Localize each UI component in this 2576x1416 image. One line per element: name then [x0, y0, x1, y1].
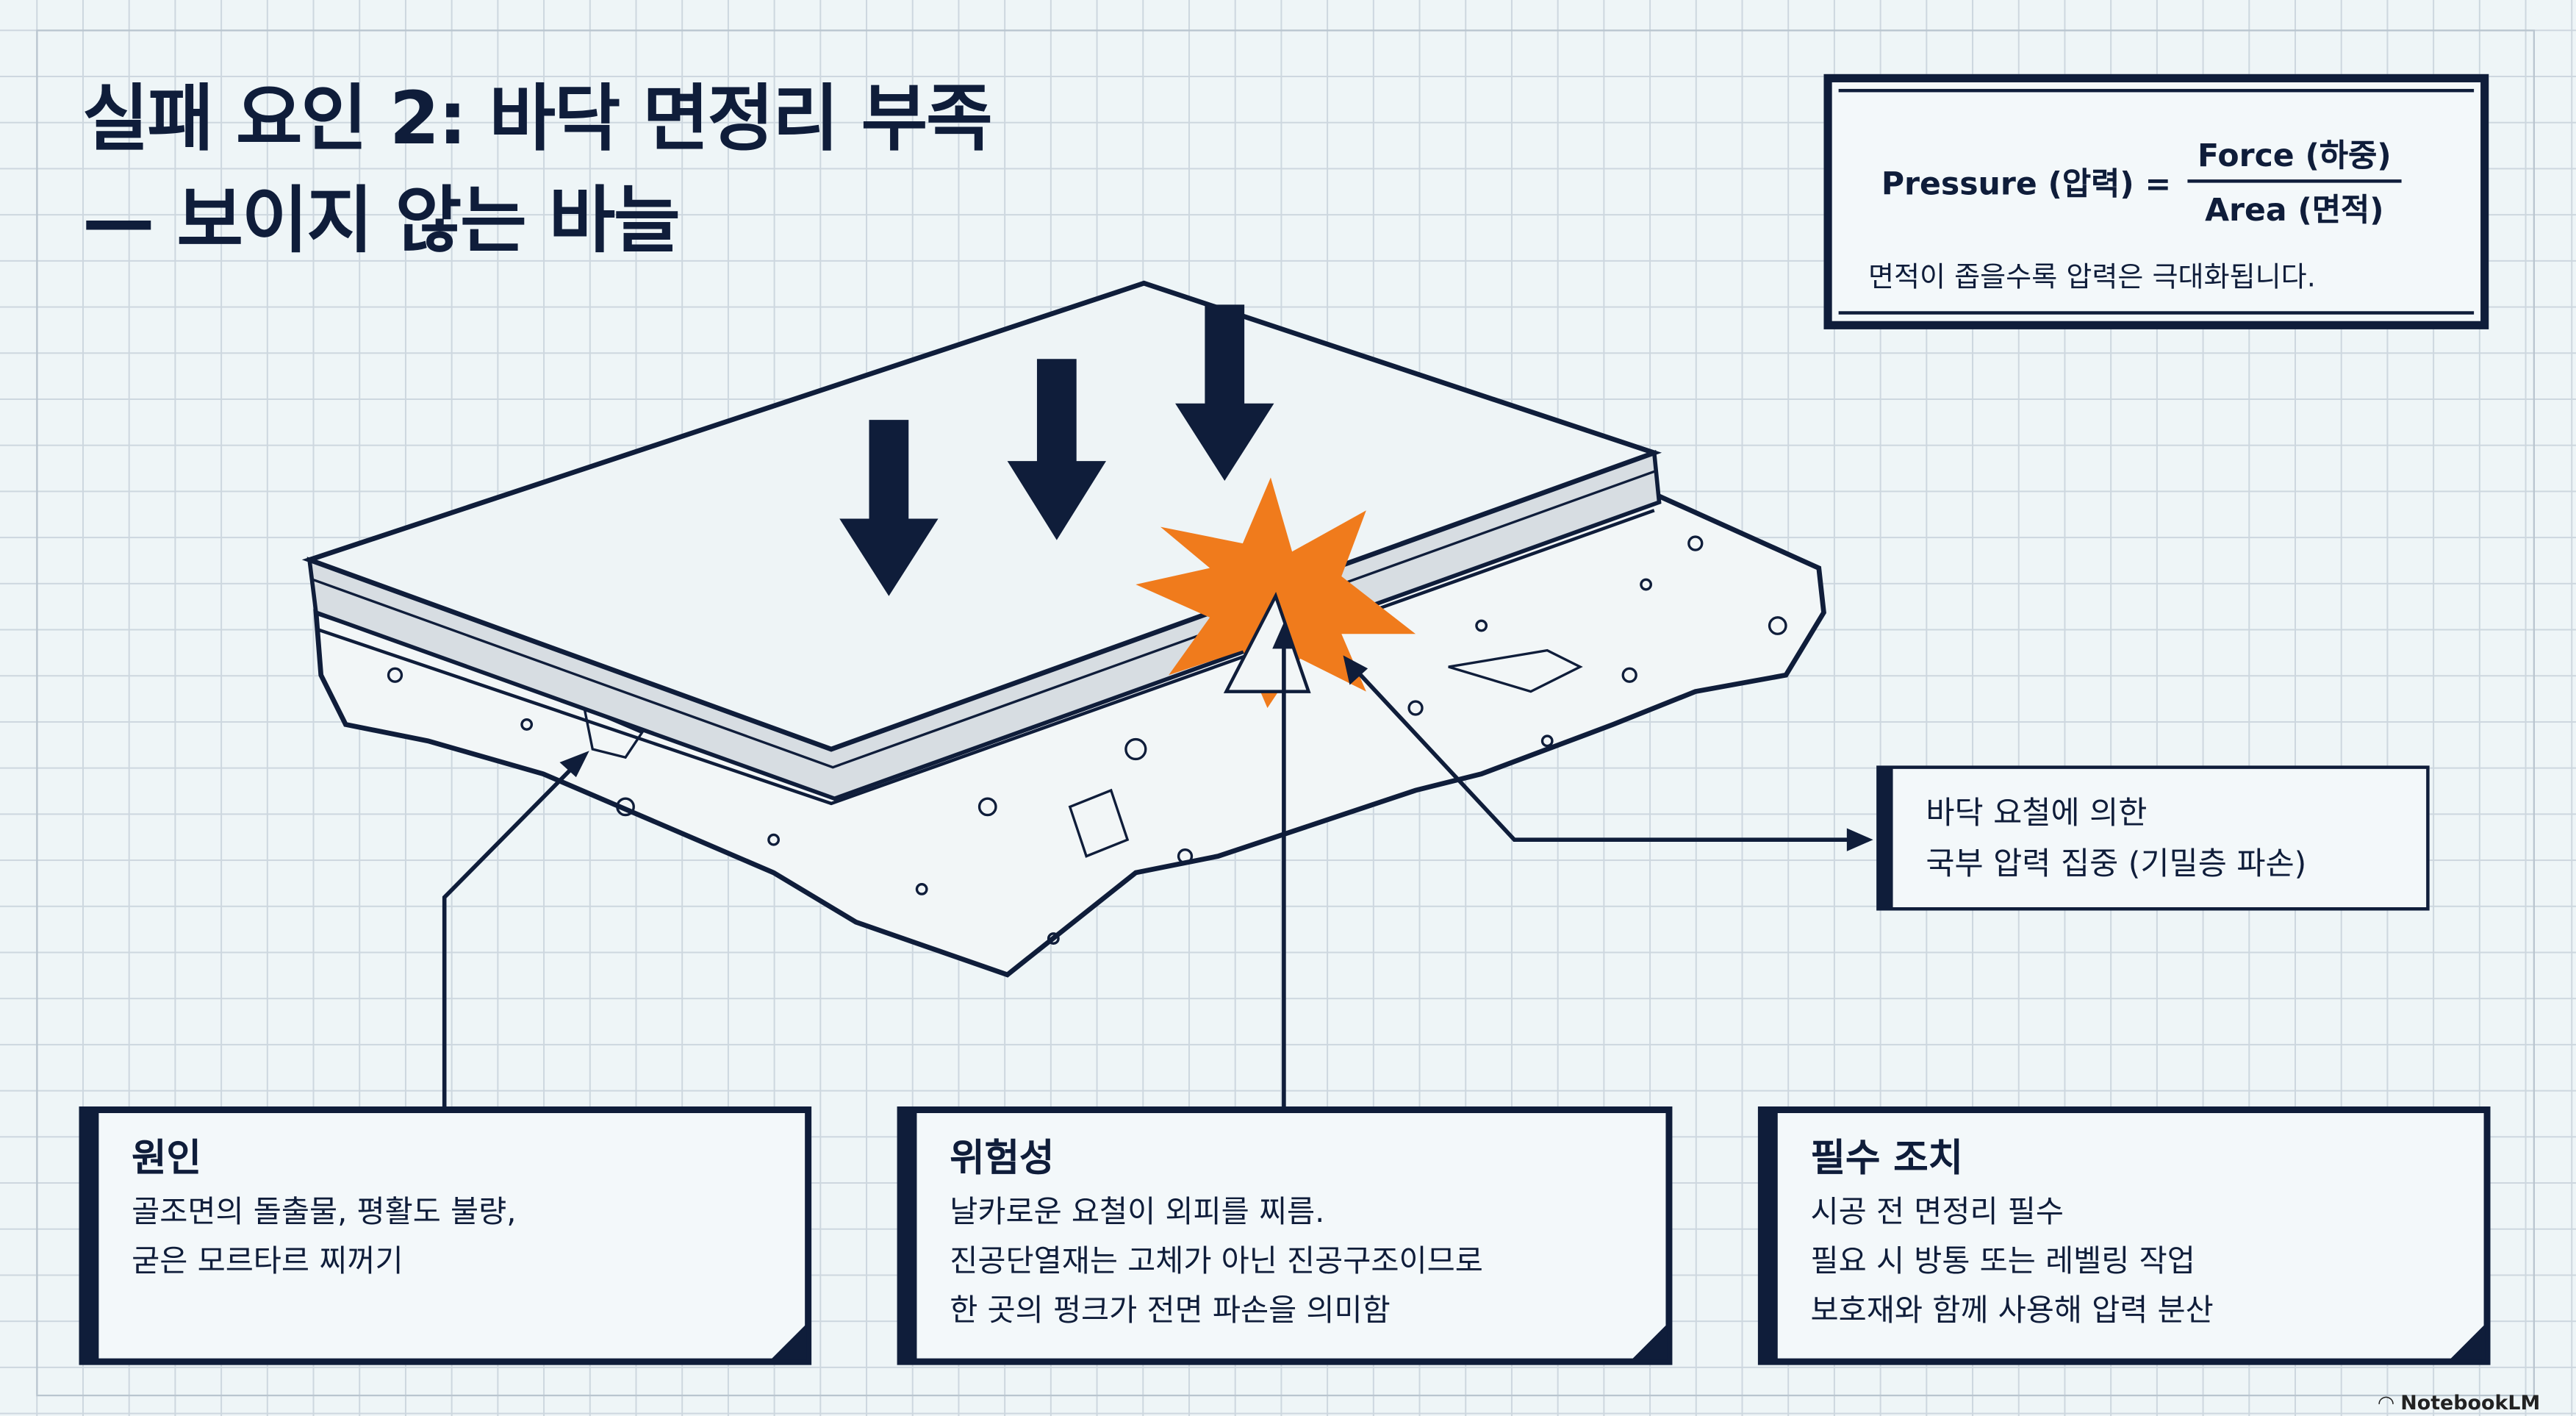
- card-line: 한 곳의 펑크가 전면 파손을 의미함: [950, 1294, 1391, 1329]
- watermark-text: NotebookLM: [2400, 1391, 2541, 1415]
- arrowhead-icon: [559, 751, 589, 778]
- card-line: 보호재와 함께 사용해 압력 분산: [1810, 1294, 2214, 1329]
- leader-lines: [442, 634, 1860, 1107]
- card-title: 원인: [132, 1137, 201, 1181]
- card-line: 굳은 모르타르 찌꺼기: [132, 1245, 403, 1280]
- formula-denominator: Area (면적): [2205, 193, 2384, 229]
- page-title: 실패 요인 2: 바닥 면정리 부족 — 보이지 않는 바늘: [82, 69, 993, 273]
- aggregate-stones: [387, 535, 1787, 945]
- formula-numerator: Force (하중): [2187, 129, 2402, 183]
- formula-lhs: Pressure (압력) =: [1881, 165, 2172, 202]
- formula-fraction: Force (하중) Area (면적): [2187, 129, 2402, 234]
- concrete-slab: [313, 491, 1826, 978]
- pressure-concentration-callout: 바닥 요철에 의한 국부 압력 집중 (기밀층 파손): [1876, 765, 2430, 911]
- card-cause: 원인 골조면의 돌출물, 평활도 불량, 굳은 모르타르 찌꺼기: [79, 1106, 812, 1365]
- corner-decoration: [770, 1323, 807, 1360]
- formula-box-inner-frame: [1838, 88, 2475, 315]
- load-arrows: [839, 304, 1274, 596]
- notebooklm-watermark: ◠ NotebookLM: [2378, 1391, 2540, 1414]
- formula-box: Pressure (압력) = Force (하중) Area (면적) 면적이…: [1823, 74, 2489, 329]
- notebooklm-logo-icon: ◠: [2378, 1391, 2401, 1415]
- card-line: 진공단열재는 고체가 아닌 진공구조이므로: [950, 1245, 1483, 1280]
- corner-decoration: [2449, 1323, 2486, 1360]
- card-title: 필수 조치: [1810, 1137, 1964, 1181]
- card-line: 필요 시 방통 또는 레벨링 작업: [1810, 1245, 2195, 1280]
- callout-line-1: 바닥 요철에 의한: [1926, 795, 2148, 832]
- down-arrow-icon: [1007, 359, 1107, 540]
- page-frame: [36, 29, 2535, 1397]
- card-line: 골조면의 돌출물, 평활도 불량,: [132, 1195, 517, 1230]
- card-required-action: 필수 조치 시공 전 면정리 필수 필요 시 방통 또는 레벨링 작업 보호재와…: [1757, 1106, 2491, 1365]
- card-title: 위험성: [950, 1137, 1055, 1181]
- arrowhead-icon: [1343, 655, 1368, 685]
- callout-line-2: 국부 압력 집중 (기밀층 파손): [1926, 846, 2307, 883]
- title-line-1: 실패 요인 2: 바닥 면정리 부족: [82, 77, 993, 162]
- corner-decoration: [1631, 1323, 1668, 1360]
- card-line: 시공 전 면정리 필수: [1810, 1195, 2064, 1230]
- title-line-2: — 보이지 않는 바늘: [82, 179, 681, 264]
- arrowhead-icon: [1272, 622, 1296, 649]
- insulation-panel-top: [301, 280, 1662, 752]
- pressure-formula: Pressure (압력) = Force (하중) Area (면적): [1881, 129, 2402, 234]
- down-arrow-icon: [1175, 304, 1274, 481]
- arrowhead-icon: [1846, 828, 1873, 851]
- down-arrow-icon: [839, 420, 939, 596]
- card-line: 날카로운 요철이 외피를 찌름.: [950, 1195, 1325, 1230]
- card-risk: 위험성 날카로운 요철이 외피를 찌름. 진공단열재는 고체가 아닌 진공구조이…: [897, 1106, 1673, 1365]
- formula-note: 면적이 좁을수록 압력은 극대화됩니다.: [1868, 262, 2316, 295]
